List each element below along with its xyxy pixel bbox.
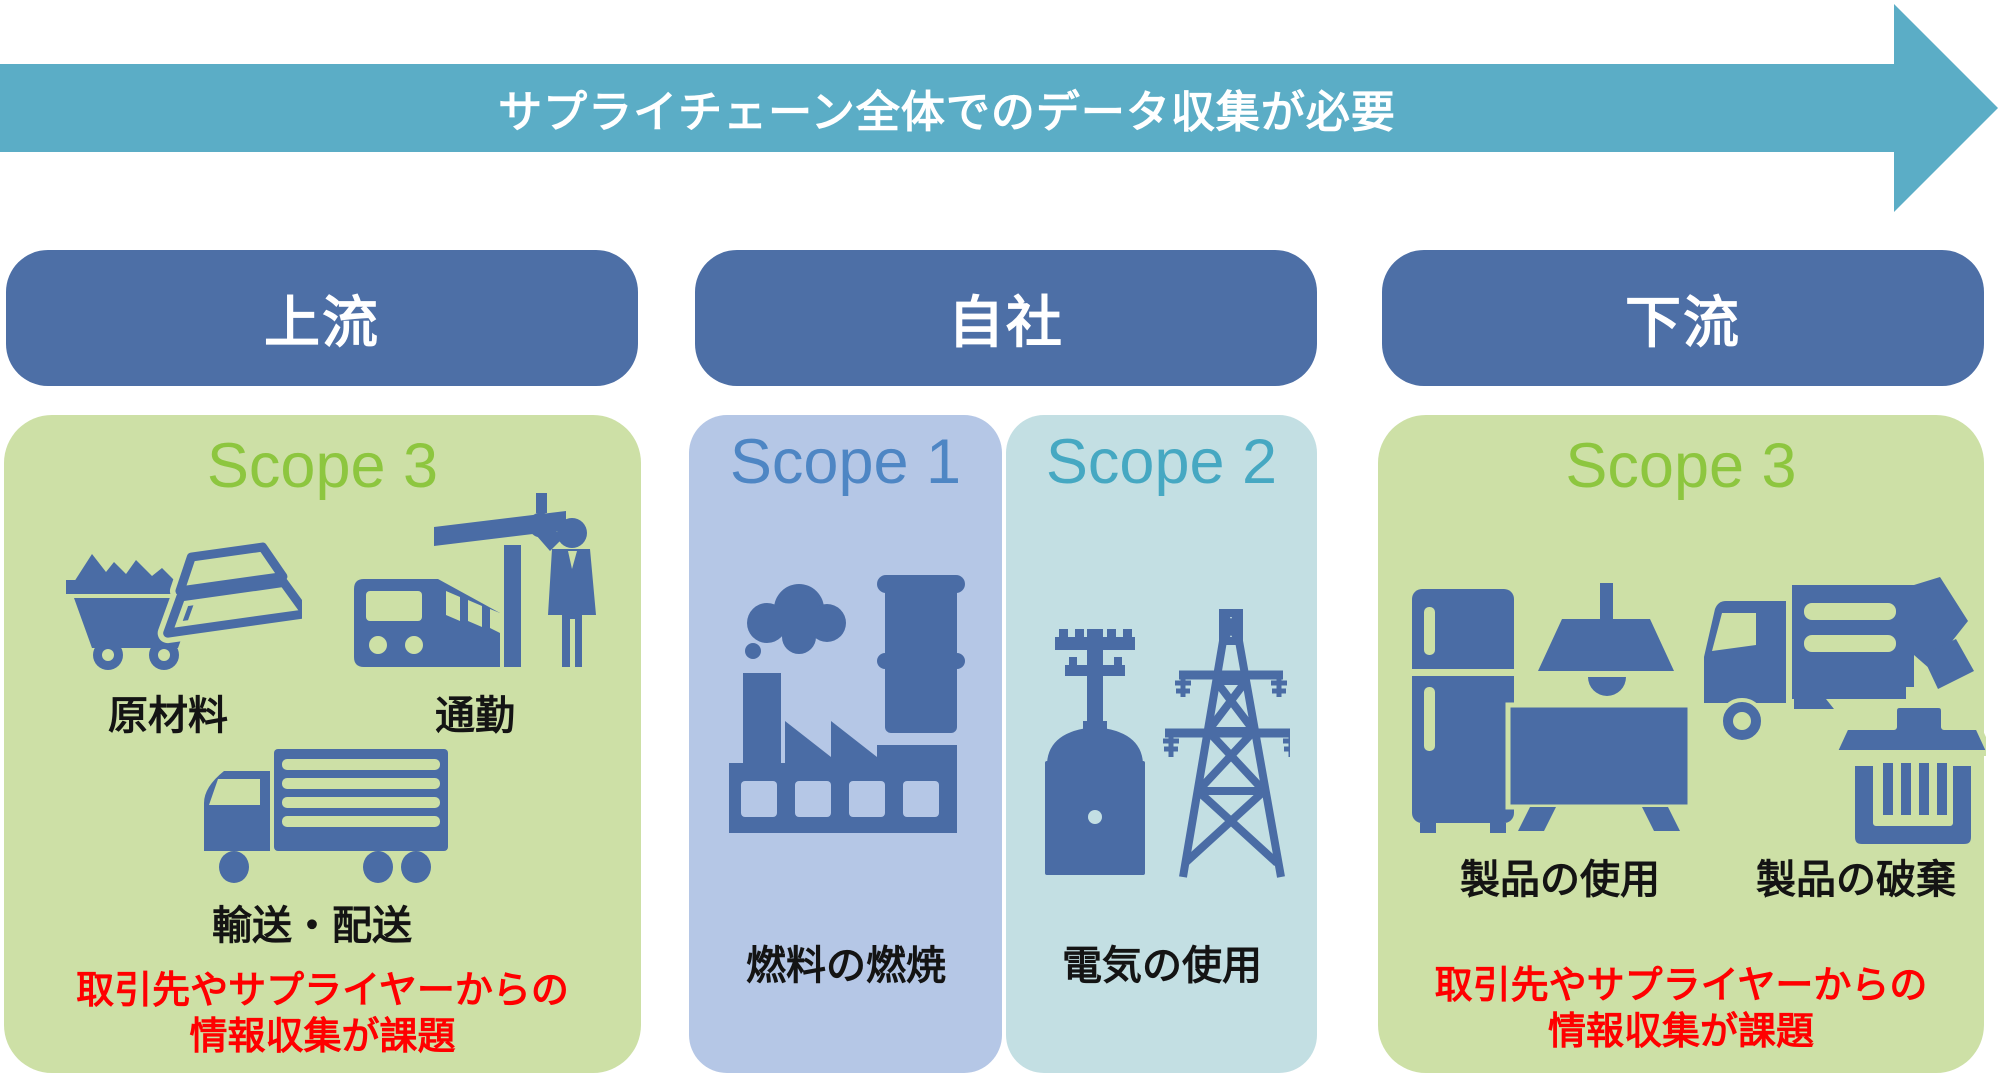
scope2-title: Scope 2 [1045,427,1278,497]
note-upstream: 取引先やサプライヤーからの 情報収集が課題 [4,968,641,1061]
header-upstream: 上流 [6,250,638,386]
note-downstream-line2: 情報収集が課題 [1547,1011,1814,1054]
scope1-title: Scope 1 [729,427,962,497]
cargo-truck-icon [204,749,448,883]
fridge-lamp-tv-icon [1412,583,1692,833]
label-electricity-use: 電気の使用 [1062,944,1262,988]
label-product-use: 製品の使用 [1460,858,1660,902]
supply-chain-arrow-head-icon [1894,4,1998,212]
note-upstream-line1: 取引先やサプライヤーからの [76,970,569,1012]
header-company: 自社 [695,250,1317,386]
power-pole-transmission-tower-icon [1045,609,1290,878]
garbage-truck-trash-bin-icon [1704,577,1986,847]
label-transport-delivery: 輸送・配送 [212,904,412,948]
scope3-upstream-title: Scope 3 [206,431,439,501]
supply-chain-arrow [0,64,1894,152]
panel-upstream-scope3: Scope 3 [4,415,641,1073]
supply-chain-arrow-label: サプライチェーン全体でのデータ収集が必要 [498,88,1396,137]
label-raw-materials: 原材料 [108,694,228,738]
bus-commuter-icon [354,493,596,667]
header-downstream: 下流 [1382,250,1984,386]
label-product-disposal: 製品の破棄 [1756,858,1956,902]
note-downstream-line1: 取引先やサプライヤーからの [1434,965,1928,1007]
note-upstream-line2: 情報収集が課題 [189,1016,456,1059]
note-downstream: 取引先やサプライヤーからの 情報収集が課題 [1378,963,1984,1056]
scope3-downstream-title: Scope 3 [1565,431,1797,501]
panel-downstream-scope3: Scope 3 [1378,415,1986,1073]
mine-cart-ingots-icon [66,537,302,670]
panel-scope1: Scope 1 燃料の燃焼 [689,415,1002,1073]
label-commuting: 通勤 [435,694,515,738]
factory-smoke-oil-drum-icon [729,575,965,833]
panel-scope2: Scope 2 [1006,415,1317,1073]
label-fuel-combustion: 燃料の燃焼 [746,944,946,988]
